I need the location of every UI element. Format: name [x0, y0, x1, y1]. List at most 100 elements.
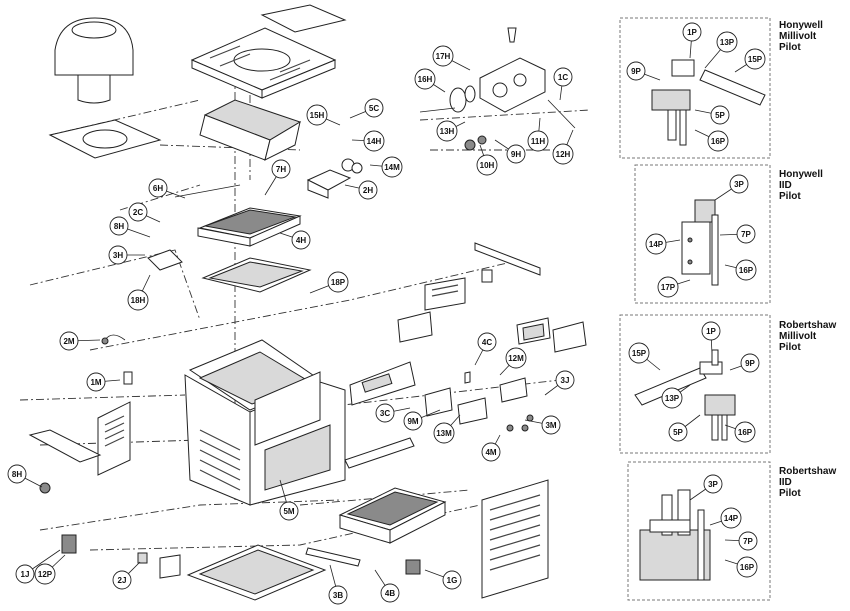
- callout-14p: 14P: [645, 233, 681, 255]
- pilot-title-line: Robertshaw: [779, 320, 836, 331]
- callout-18h: 18H: [127, 274, 151, 311]
- callout-circle: [414, 68, 436, 90]
- callout-label: 14P: [649, 240, 664, 249]
- callout-circle: [364, 98, 384, 118]
- callout-label: 13P: [665, 394, 680, 403]
- callout-circle: [740, 353, 760, 373]
- callout-label: 13P: [720, 38, 735, 47]
- callout-label: 13M: [436, 429, 452, 438]
- callout-label: 14M: [384, 163, 400, 172]
- callout-circle: [505, 347, 527, 369]
- callout-circle: [477, 332, 497, 352]
- callout-circle: [291, 230, 311, 250]
- top-cover-plate: [260, 4, 347, 33]
- callout-circle: [306, 104, 328, 126]
- pilot-title-line: Pilot: [779, 191, 801, 202]
- pilot-title-line: Robertshaw: [779, 466, 836, 477]
- callout-4h: 4H: [279, 230, 311, 250]
- front-louver-door: [481, 479, 549, 599]
- callout-11h: 11H: [527, 117, 549, 152]
- callout-15p: 15P: [628, 342, 661, 371]
- callout-label: 12M: [508, 354, 524, 363]
- callout-label: 7H: [276, 165, 286, 174]
- callout-circle: [432, 45, 454, 67]
- callout-13p: 13P: [704, 31, 738, 69]
- callout-circle: [710, 105, 730, 125]
- callout-label: 2M: [63, 337, 74, 346]
- callout-4c: 4C: [474, 332, 497, 366]
- callout-circle: [381, 156, 403, 178]
- callout-label: 9P: [745, 359, 755, 368]
- callout-18p: 18P: [309, 271, 349, 294]
- callout-16h: 16H: [414, 68, 446, 93]
- callout-label: 11H: [531, 137, 545, 146]
- callout-label: 4B: [385, 589, 395, 598]
- pilot-title-line: Honywell: [779, 169, 823, 180]
- callout-label: 8H: [12, 470, 22, 479]
- vent-gasket-plate: [48, 119, 162, 159]
- callout-16p: 16P: [724, 556, 758, 578]
- sensor-1m: [123, 371, 133, 385]
- front-panel-strip: [349, 361, 416, 406]
- callout-label: 12H: [556, 150, 571, 159]
- access-door: [516, 317, 587, 353]
- callout-5c: 5C: [349, 98, 384, 119]
- callout-13p: 13P: [661, 384, 691, 409]
- callout-5m: 5M: [279, 479, 299, 521]
- callout-7h: 7H: [264, 159, 291, 196]
- callout-label: 18H: [131, 296, 146, 305]
- callout-circle: [358, 180, 378, 200]
- callout-label: 16P: [739, 266, 754, 275]
- callout-label: 2C: [133, 208, 143, 217]
- callout-circle: [86, 372, 106, 392]
- callout-1p: 1P: [701, 321, 721, 356]
- pilot-title-line: Millivolt: [779, 31, 817, 42]
- callout-circle: [527, 130, 549, 152]
- callout-label: 4C: [482, 338, 492, 347]
- callout-circle: [626, 61, 646, 81]
- callout-14p: 14P: [709, 507, 742, 529]
- callout-3j: 3J: [544, 370, 575, 396]
- callout-6h: 6H: [148, 178, 186, 199]
- callout-circle: [734, 421, 756, 443]
- callout-circle: [109, 216, 129, 236]
- callout-circle: [729, 174, 749, 194]
- callout-label: 1C: [558, 73, 568, 82]
- callout-circle: [716, 31, 738, 53]
- callout-1j: 1J: [15, 549, 61, 584]
- callout-5p: 5P: [668, 414, 701, 442]
- callout-circle: [442, 570, 462, 590]
- callout-3b: 3B: [328, 564, 348, 605]
- callout-label: 8H: [114, 222, 124, 231]
- callout-1m: 1M: [86, 372, 121, 392]
- callout-circle: [7, 464, 27, 484]
- heat-exchanger-upper: [174, 184, 302, 247]
- callout-circle: [736, 556, 758, 578]
- thermostat-2m: [101, 334, 126, 345]
- callout-label: 5C: [369, 104, 379, 113]
- callout-label: 14H: [367, 137, 382, 146]
- callout-2c: 2C: [128, 202, 161, 223]
- callout-1g: 1G: [424, 569, 462, 590]
- pilot-boxes: [619, 17, 771, 601]
- boiler-cabinet: [184, 339, 346, 506]
- callout-label: 3C: [380, 409, 390, 418]
- callout-label: 16P: [740, 563, 755, 572]
- callout-circle: [108, 245, 128, 265]
- callout-circle: [628, 342, 650, 364]
- flue-collector: [199, 99, 302, 161]
- pilot-title-line: Pilot: [779, 342, 801, 353]
- callout-circle: [59, 331, 79, 351]
- pilot-title-line: Pilot: [779, 42, 801, 53]
- callout-1c: 1C: [553, 67, 573, 101]
- callout-circle: [476, 154, 498, 176]
- callout-label: 9M: [407, 417, 418, 426]
- bracket-3h: [147, 249, 183, 271]
- callout-circle: [436, 120, 458, 142]
- callout-label: 2J: [118, 576, 127, 585]
- callout-3c: 3C: [375, 403, 411, 423]
- callout-15h: 15H: [306, 104, 341, 126]
